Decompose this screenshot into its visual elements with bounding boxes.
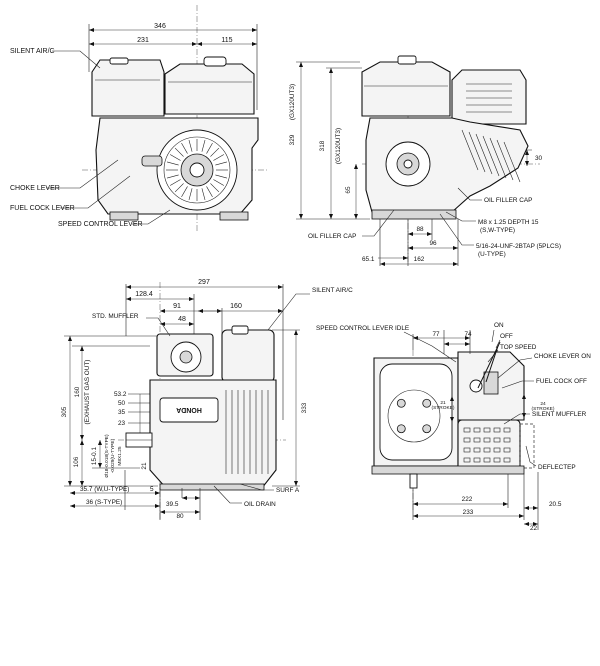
- top-dim-39-5: 39.5: [166, 501, 179, 508]
- rear-dim-233: 233: [463, 509, 474, 516]
- top-dim-50: 50: [118, 400, 126, 407]
- top-dim-48: 48: [178, 316, 186, 323]
- callout-oil-filler-cap-right: OIL FILLER CAP: [484, 197, 532, 204]
- callout-silent-muffler: SILENT MUFFLER: [532, 411, 587, 418]
- side-dim-65-1: 65.1: [362, 256, 375, 263]
- rear-dim-22: 22: [530, 525, 538, 532]
- top-dim-297: 297: [198, 279, 210, 286]
- callout-unf-tap: 5/16-24-UNF-2BTAP (5PLCS): [476, 243, 561, 250]
- callout-fuel-cock-off: FUEL COCK OFF: [536, 378, 587, 385]
- top-dim-m8: M8X1.25: [117, 446, 123, 466]
- top-dim-exhaust: (EXHAUST GAS OUT): [84, 360, 91, 425]
- rear-dim-77: 77: [432, 331, 440, 338]
- top-dim-160-vertical: 160: [74, 386, 81, 397]
- callout-std-muffler: STD. MUFFLER: [92, 313, 139, 320]
- top-dim-23: 23: [118, 420, 126, 427]
- top-dim-35: 35: [118, 409, 126, 416]
- rear-dim-74: 74: [464, 331, 472, 338]
- top-dim-333: 333: [301, 402, 308, 413]
- callout-silent-air-c-top: SILENT AIR/C: [312, 287, 353, 294]
- front-dim-115: 115: [221, 37, 232, 44]
- side-dim-30: 30: [535, 155, 543, 162]
- front-dim-231: 231: [137, 37, 149, 44]
- callout-speed-control-lever: SPEED CONTROL LEVER: [58, 221, 143, 228]
- side-dim-88: 88: [416, 226, 424, 233]
- callout-m8-depth: M8 x 1.25 DEPTH 15: [478, 219, 539, 226]
- top-dim-53-2: 53.2: [114, 391, 127, 398]
- top-view: HONDA 297 128.4 91 160 48 160 (EXHAUST G…: [61, 279, 353, 520]
- rear-stroke-21: 21: [440, 400, 446, 406]
- callout-off: OFF: [500, 333, 513, 340]
- rear-stroke-21-label: (STROKE): [432, 405, 455, 411]
- callout-u-type: (U-TYPE): [478, 251, 506, 258]
- side-dim-162: 162: [414, 256, 425, 263]
- callout-on: ON: [494, 322, 504, 329]
- side-view: 329 (GX120UT3) 318 (GX120UT3) 30 65 65.1…: [289, 55, 561, 266]
- side-dim-65: 65: [345, 186, 352, 194]
- top-dim-21: 21: [141, 462, 148, 470]
- callout-speed-control-lever-idle: SPEED CONTROL LEVER IDLE: [316, 325, 409, 332]
- top-dim-128-4: 128.4: [135, 291, 153, 298]
- top-dim-shaft-u: -0.029(U-TYPE): [110, 438, 116, 473]
- side-dim-96: 96: [429, 240, 437, 247]
- top-dim-35-7: 35.7 (W,U-TYPE): [80, 486, 129, 493]
- top-dim-106: 106: [73, 456, 80, 467]
- rear-dim-20-5: 20.5: [549, 501, 562, 508]
- top-dim-36: 36 (S-TYPE): [86, 499, 122, 506]
- rear-stroke-24: 24: [540, 401, 546, 407]
- callout-choke-lever: CHOKE LEVER: [10, 185, 60, 192]
- rear-stroke-24-label: (STROKE): [532, 406, 555, 412]
- front-dim-346: 346: [154, 23, 166, 30]
- top-dim-160-horizontal: 160: [230, 303, 242, 310]
- callout-sw-type: (S,W-TYPE): [480, 227, 515, 234]
- side-dim-329: 329: [289, 134, 296, 145]
- side-dim-318: 318: [319, 140, 326, 151]
- callout-oil-filler-cap-left: OIL FILLER CAP: [308, 233, 356, 240]
- rear-dim-222: 222: [462, 496, 473, 503]
- side-dim-318-model: (GX120UT3): [335, 128, 342, 164]
- side-dim-329-model: (GX120UT3): [289, 84, 296, 120]
- top-dim-shaft-s: Ø18-0.018(S-TYPE): [104, 434, 110, 478]
- svg-text:HONDA: HONDA: [176, 406, 202, 413]
- callout-choke-lever-on: CHOKE LEVER ON: [534, 353, 591, 360]
- callout-oil-drain: OIL DRAIN: [244, 501, 276, 508]
- rear-view: 77 74 222 233 20.5 22 21 (STROKE) 24 (ST…: [316, 322, 591, 532]
- top-dim-80: 80: [176, 513, 184, 520]
- top-dim-15: 15-0.1: [91, 446, 98, 465]
- callout-surf-a: SURF A: [276, 487, 300, 494]
- top-dim-305: 305: [61, 406, 68, 417]
- callout-top-speed: TOP SPEED: [500, 344, 537, 351]
- top-dim-91: 91: [173, 303, 181, 310]
- callout-deflectep: DEFLECTEP: [538, 464, 576, 471]
- callout-fuel-cock-lever: FUEL COCK LEVER: [10, 205, 75, 212]
- top-dim-5: 5: [150, 486, 154, 493]
- callout-silent-air-c: SILENT AIR/C: [10, 48, 55, 55]
- front-view: 346 231 115 SILENT AIR/C CHOKE LEVER FUE…: [10, 5, 268, 232]
